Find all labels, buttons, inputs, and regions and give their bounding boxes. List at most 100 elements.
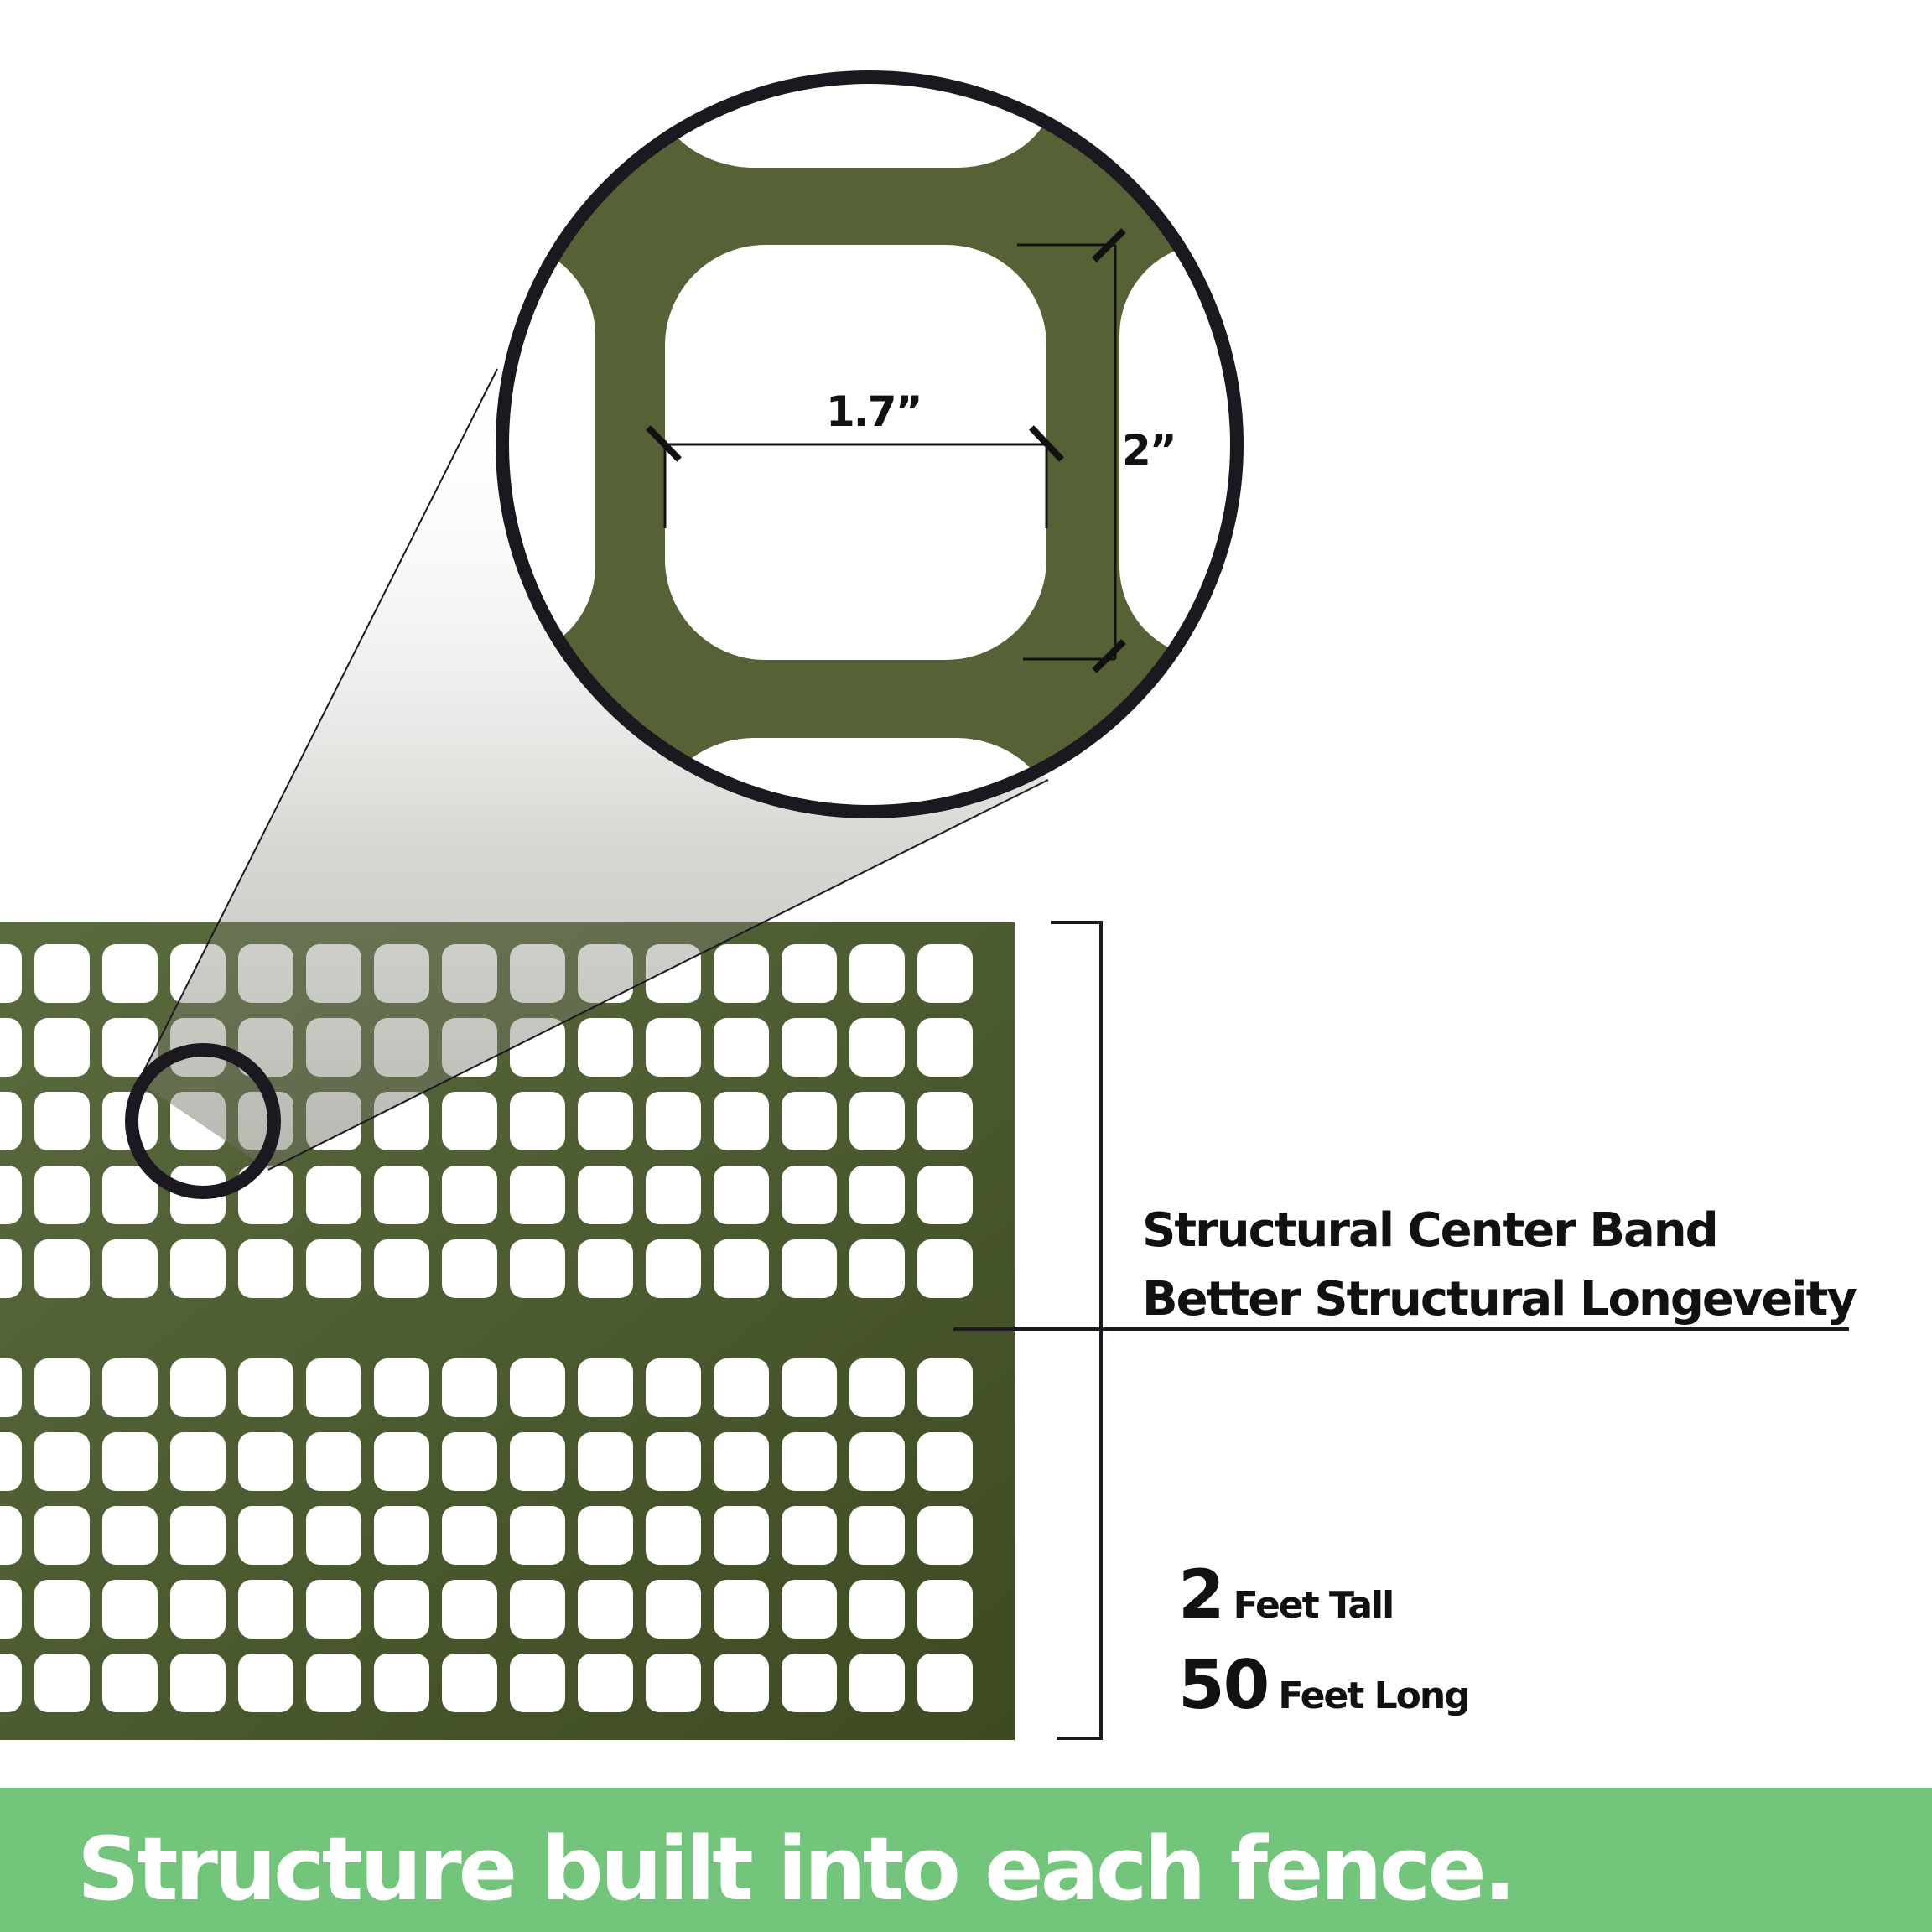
fence-hole xyxy=(374,1239,429,1298)
fence-hole xyxy=(442,1358,497,1417)
fence-hole xyxy=(510,1092,565,1150)
fence-hole xyxy=(170,1654,226,1712)
fence-panel xyxy=(0,922,1015,1740)
fence-hole xyxy=(578,1239,633,1298)
fence-hole xyxy=(0,1358,22,1417)
fence-hole xyxy=(442,1506,497,1565)
fence-hole xyxy=(102,1432,158,1491)
fence-hole xyxy=(102,1239,158,1298)
magnifier-beam xyxy=(138,368,1049,1171)
fence-hole xyxy=(374,1580,429,1639)
fence-hole xyxy=(442,1580,497,1639)
fence-hole xyxy=(646,1092,701,1150)
fence-hole xyxy=(849,1506,905,1565)
fence-hole xyxy=(0,1239,22,1298)
fence-hole xyxy=(34,1092,90,1150)
footer-text: Structure built into each fence. xyxy=(77,1818,1516,1920)
fence-hole xyxy=(917,1166,973,1224)
fence-hole xyxy=(849,1358,905,1417)
fence-hole xyxy=(714,1506,769,1565)
fence-hole xyxy=(34,944,90,1003)
fence-hole xyxy=(238,1580,293,1639)
fence-hole xyxy=(646,1166,701,1224)
fence-hole xyxy=(238,1358,293,1417)
fence-hole xyxy=(102,1358,158,1417)
fence-hole xyxy=(917,1432,973,1491)
height-dimension-line xyxy=(1017,228,1126,673)
fence-hole xyxy=(646,1358,701,1417)
magnifier-circle xyxy=(496,70,1244,818)
fence-hole xyxy=(0,1018,22,1077)
fence-hole xyxy=(714,1432,769,1491)
fence-hole xyxy=(782,1166,837,1224)
fence-hole xyxy=(782,1432,837,1491)
fence-hole xyxy=(714,1358,769,1417)
fence-hole xyxy=(714,1580,769,1639)
fence-hole xyxy=(102,1018,158,1077)
fence-hole xyxy=(306,1432,361,1491)
fence-hole xyxy=(374,1166,429,1224)
fence-hole xyxy=(782,1239,837,1298)
fence-hole xyxy=(849,1580,905,1639)
fence-hole xyxy=(782,1092,837,1150)
fence-hole xyxy=(646,1654,701,1712)
fence-hole xyxy=(578,1654,633,1712)
fence-hole xyxy=(306,1580,361,1639)
fence-hole xyxy=(0,944,22,1003)
center-band-title: Structural Center Band xyxy=(1142,1203,1719,1258)
fence-hole xyxy=(714,1654,769,1712)
footer-banner: Structure built into each fence. xyxy=(0,1788,1932,1932)
fence-hole xyxy=(0,1092,22,1150)
fence-hole xyxy=(170,1239,226,1298)
fence-hole xyxy=(34,1654,90,1712)
fence-hole xyxy=(578,1092,633,1150)
fence-hole xyxy=(849,1432,905,1491)
height-value: 2 xyxy=(1178,1555,1225,1633)
fence-hole xyxy=(510,1580,565,1639)
fence-hole xyxy=(306,1166,361,1224)
fence-hole xyxy=(917,1018,973,1077)
fence-hole xyxy=(849,1166,905,1224)
fence-hole xyxy=(646,1506,701,1565)
fence-hole xyxy=(170,1358,226,1417)
fence-hole xyxy=(917,1580,973,1639)
fence-hole xyxy=(578,1018,633,1077)
fence-hole xyxy=(782,1506,837,1565)
fence-hole xyxy=(578,1358,633,1417)
fence-hole xyxy=(510,1654,565,1712)
fence-hole xyxy=(34,1580,90,1639)
fence-hole xyxy=(917,944,973,1003)
fence-hole xyxy=(849,1654,905,1712)
fence-hole xyxy=(102,1580,158,1639)
fence-hole xyxy=(34,1358,90,1417)
fence-hole xyxy=(714,1166,769,1224)
fence-hole xyxy=(170,1506,226,1565)
fence-hole xyxy=(849,1018,905,1077)
fence-hole xyxy=(34,1239,90,1298)
fence-hole xyxy=(306,1239,361,1298)
fence-hole xyxy=(0,1506,22,1565)
fence-hole xyxy=(714,1018,769,1077)
fence-hole xyxy=(917,1506,973,1565)
fence-hole xyxy=(102,1166,158,1224)
fence-hole xyxy=(306,1506,361,1565)
fence-hole xyxy=(170,1432,226,1491)
fence-hole xyxy=(102,944,158,1003)
fence-hole xyxy=(170,1580,226,1639)
center-band-subtitle: Better Structural Longeveity xyxy=(1142,1272,1857,1327)
fence-hole xyxy=(510,1506,565,1565)
fence-hole xyxy=(510,1239,565,1298)
fence-hole xyxy=(849,944,905,1003)
fence-hole xyxy=(102,1654,158,1712)
fence-hole xyxy=(34,1506,90,1565)
fence-hole xyxy=(442,1654,497,1712)
fence-hole xyxy=(714,1239,769,1298)
fence-hole xyxy=(306,1654,361,1712)
fence-hole xyxy=(442,1432,497,1491)
fence-hole xyxy=(578,1166,633,1224)
length-value: 50 xyxy=(1178,1646,1270,1724)
fence-hole xyxy=(0,1654,22,1712)
fence-hole xyxy=(442,1092,497,1150)
width-dimension-line xyxy=(646,425,1064,528)
